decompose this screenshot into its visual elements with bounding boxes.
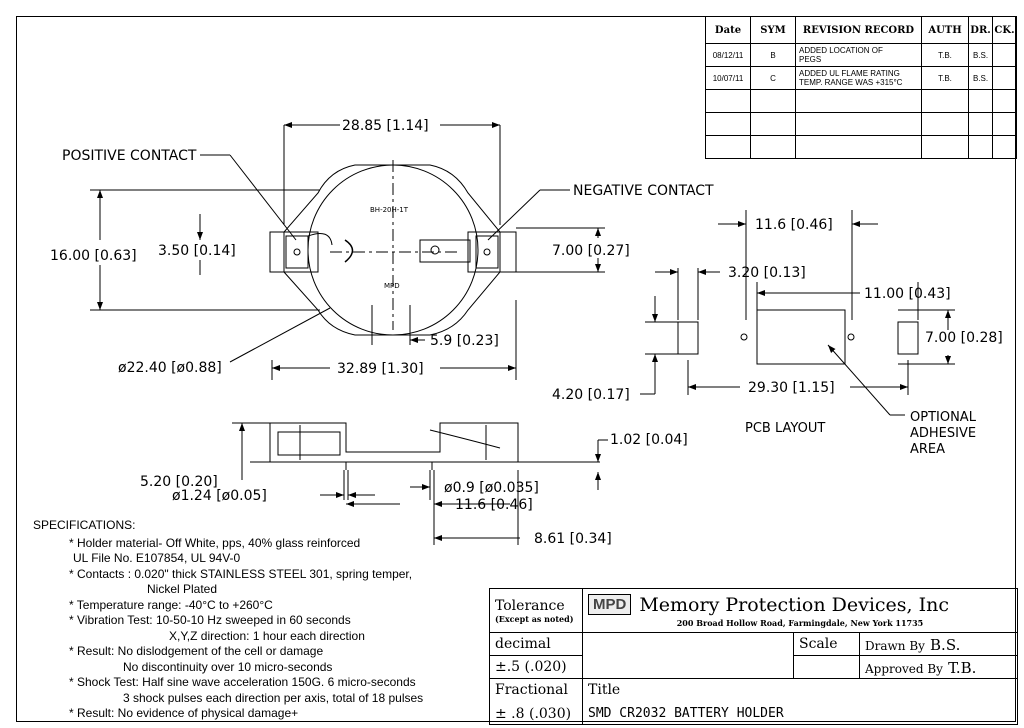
label-area: AREA <box>910 442 945 457</box>
rev-desc-line: ADDED LOCATION OF <box>799 46 883 55</box>
specifications: SPECIFICATIONS: * Holder material- Off W… <box>33 518 423 722</box>
fractional-label: Fractional <box>495 681 568 698</box>
scale-value <box>793 655 860 679</box>
spec-line: * Result: No evidence of physical damage… <box>69 706 299 720</box>
title-label: Title <box>588 682 621 698</box>
drawing-title: SMD CR2032 BATTERY HOLDER <box>588 706 784 721</box>
dim-height-total: 16.00 [0.63] <box>50 248 137 264</box>
approved-by-label: Approved By <box>865 661 943 676</box>
mpd-logo: MPD <box>588 594 632 615</box>
revision-table: Date SYM REVISION RECORD AUTH DR. CK. 08… <box>705 16 1017 159</box>
label-positive-contact: POSITIVE CONTACT <box>62 148 197 164</box>
label-pcb-layout: PCB LAYOUT <box>745 421 825 436</box>
fractional-cell: Fractional ± .8 (.030) <box>489 678 583 725</box>
rev-auth: T.B. <box>921 43 969 67</box>
drawn-by-label: Drawn By <box>865 638 925 653</box>
rev-dr: B.S. <box>968 43 993 67</box>
drawn-by-cell: Drawn By B.S. <box>859 632 1018 656</box>
company-cell: MPD Memory Protection Devices, Inc 200 Br… <box>582 588 1018 633</box>
tolerance-cell: Tolerance (Except as noted) <box>489 588 583 633</box>
dimension-lines <box>90 122 955 545</box>
dim-thickness: 1.02 [0.04] <box>610 432 688 448</box>
spec-line: * Contacts : 0.020" thick STAINLESS STEE… <box>69 566 413 581</box>
rev-header-sym: SYM <box>750 16 796 44</box>
label-negative-contact: NEGATIVE CONTACT <box>573 183 714 199</box>
dim-side-height: 5.20 [0.20] <box>140 474 218 490</box>
dim-peg-dia-2: ø0.9 [ø0.035] <box>444 480 539 496</box>
rev-desc-line: TEMP. RANGE WAS +315°C <box>799 78 903 87</box>
rev-desc-line: PEGS <box>799 55 822 64</box>
scale-label: Scale <box>793 632 860 656</box>
spec-line: Nickel Plated <box>147 582 218 596</box>
pcb-layout <box>677 309 919 365</box>
spec-line: X,Y,Z direction: 1 hour each direction <box>169 628 365 643</box>
rev-header-ck: CK. <box>992 16 1017 44</box>
rev-desc-line: ADDED UL FLAME RATING <box>799 69 900 78</box>
approved-by-cell: Approved By T.B. <box>859 655 1018 679</box>
spec-line: * Vibration Test: 10-50-10 Hz sweeped in… <box>69 613 351 627</box>
spec-line: 3 shock pulses each direction per axis, … <box>123 690 424 705</box>
dim-pin-left: 3.50 [0.14] <box>158 243 236 259</box>
revision-header-row: Date SYM REVISION RECORD AUTH DR. CK. <box>705 16 1017 44</box>
spec-line: * Result: No dislodgement of the cell or… <box>69 644 324 658</box>
brand-marking: MPD <box>384 282 400 290</box>
tolerance-label: Tolerance <box>495 597 565 614</box>
dim-slot-width: 5.9 [0.23] <box>430 333 499 349</box>
title-cell: Title SMD CR2032 BATTERY HOLDER <box>582 678 1018 725</box>
dim-diameter: ø22.40 [ø0.88] <box>118 360 222 376</box>
dim-peg-dia-1: ø1.24 [ø0.05] <box>172 488 267 504</box>
blank-cell <box>582 632 794 679</box>
company-address: 200 Broad Hollow Road, Farmingdale, New … <box>676 617 924 628</box>
dim-pcb-pad-width: 3.20 [0.13] <box>728 265 806 281</box>
dim-pcb-pad-height: 7.00 [0.28] <box>925 330 1003 346</box>
company-name: Memory Protection Devices, Inc <box>639 593 949 616</box>
dim-overall-width: 32.89 [1.30] <box>337 361 424 377</box>
part-marking: BH-20H-1T <box>370 206 409 214</box>
title-block: Tolerance (Except as noted) MPD Memory Pr… <box>489 588 1018 725</box>
dim-peg-spacing: 11.6 [0.46] <box>455 497 533 513</box>
revision-empty-row <box>705 135 1017 159</box>
spec-line: UL File No. E107854, UL 94V-0 <box>73 551 241 565</box>
dim-pcb-area-width: 11.00 [0.43] <box>864 286 951 302</box>
decimal-label: decimal <box>489 632 583 656</box>
rev-header-dr: DR. <box>968 16 993 44</box>
spec-line: * Temperature range: -40°C to +260°C <box>69 597 273 612</box>
dim-pcb-overall: 29.30 [1.15] <box>748 380 835 396</box>
decimal-tolerance: ±.5 (.020) <box>489 655 583 679</box>
approved-by-value: T.B. <box>948 658 977 677</box>
rev-date: 10/07/11 <box>705 66 751 90</box>
tolerance-note: (Except as noted) <box>495 613 574 624</box>
specs-heading: SPECIFICATIONS: <box>33 518 136 532</box>
drawn-by-value: B.S. <box>930 635 961 654</box>
fractional-tolerance: ± .8 (.030) <box>495 705 572 722</box>
dim-pcb-pad-gap: 11.6 [0.46] <box>755 217 833 233</box>
rev-sym: C <box>750 66 796 90</box>
dim-pcb-small-pad: 4.20 [0.17] <box>552 387 630 403</box>
spec-line: No discontinuity over 10 micro-seconds <box>123 659 333 674</box>
dim-top-width: 28.85 [1.14] <box>342 118 429 134</box>
label-optional: OPTIONAL <box>910 410 977 425</box>
holder-top-view <box>269 160 517 345</box>
dim-pin-right: 7.00 [0.27] <box>552 243 630 259</box>
spec-line: * Shock Test: Half sine wave acceleratio… <box>69 675 416 689</box>
revision-empty-row <box>705 112 1017 136</box>
spec-line: * Holder material- Off White, pps, 40% g… <box>69 535 361 550</box>
holder-side-view <box>250 422 600 470</box>
label-adhesive: ADHESIVE <box>910 426 976 441</box>
dim-peg-offset: 8.61 [0.34] <box>534 531 612 547</box>
